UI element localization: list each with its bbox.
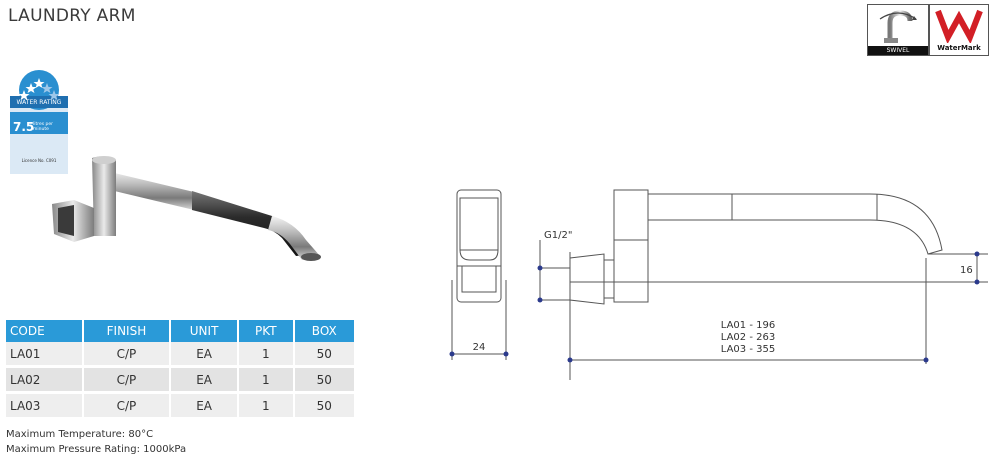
laundry-arm-product-image [52, 156, 321, 261]
dimension-marker [449, 351, 455, 357]
water-rating-heading: WATER RATING [16, 99, 62, 106]
column-header-code: CODE [6, 320, 84, 342]
cell-unit: EA [170, 342, 240, 368]
cell-finish: C/P [82, 392, 172, 420]
watermark-logo-icon [935, 9, 983, 45]
cell-unit: EA [170, 392, 240, 420]
cell-pkt: 1 [238, 392, 295, 420]
length-label-la02: LA02 - 263 [721, 332, 775, 343]
column-header-box: BOX [293, 320, 357, 342]
cell-finish: C/P [82, 366, 172, 394]
cell-code: LA01 [6, 342, 84, 368]
height-offset-label: 16 [960, 265, 973, 276]
technical-drawing: 24 G1/2" 16 LA01 - 196 LA02 - 263 LA03 -… [449, 189, 988, 380]
column-header-finish: FINISH [82, 320, 172, 342]
dimension-marker [974, 251, 980, 257]
dimension-marker [537, 265, 543, 271]
column-header-pkt: PKT [238, 320, 295, 342]
end-view [451, 189, 507, 360]
length-label-la03: LA03 - 355 [721, 344, 775, 355]
cell-finish: C/P [82, 342, 172, 368]
swivel-badge: SWIVEL [867, 4, 929, 56]
cell-box: 50 [293, 342, 357, 368]
dimension-marker [567, 357, 573, 363]
dimension-marker [503, 351, 509, 357]
table-row: LA02 C/P EA 1 50 [6, 366, 357, 394]
swivel-tap-icon [879, 10, 917, 43]
specification-table: CODE FINISH UNIT PKT BOX LA01 C/P EA 1 5… [6, 320, 357, 420]
water-rating-value: 7.5 [13, 120, 35, 134]
watermark-label: WaterMark [930, 44, 988, 53]
cell-code: LA02 [6, 366, 84, 394]
cell-code: LA03 [6, 392, 84, 420]
max-temperature-note: Maximum Temperature: 80°C [6, 429, 154, 440]
page-title: LAUNDRY ARM [8, 6, 136, 26]
cell-box: 50 [293, 366, 357, 394]
length-label-la01: LA01 - 196 [721, 320, 775, 331]
dimension-marker [923, 357, 929, 363]
column-header-unit: UNIT [170, 320, 240, 342]
swivel-label: SWIVEL [868, 46, 928, 55]
max-pressure-note: Maximum Pressure Rating: 1000kPa [6, 444, 187, 455]
cell-unit: EA [170, 366, 240, 394]
dimension-marker [974, 279, 980, 285]
cell-pkt: 1 [238, 342, 295, 368]
width-dimension-label: 24 [473, 342, 486, 353]
dimension-marker [537, 297, 543, 303]
water-rating-licence: Licence No. C091 [21, 158, 57, 163]
thread-size-label: G1/2" [544, 230, 572, 241]
rating-stars [18, 78, 45, 100]
watermark-badge: WaterMark [929, 4, 989, 56]
table-row: LA03 C/P EA 1 50 [6, 392, 357, 420]
cell-pkt: 1 [238, 366, 295, 394]
cell-box: 50 [293, 392, 357, 420]
water-rating-unit: litres per minute [33, 122, 54, 132]
table-row: LA01 C/P EA 1 50 [6, 342, 357, 368]
table-header-row: CODE FINISH UNIT PKT BOX [6, 320, 357, 342]
water-rating-badge [10, 70, 68, 174]
